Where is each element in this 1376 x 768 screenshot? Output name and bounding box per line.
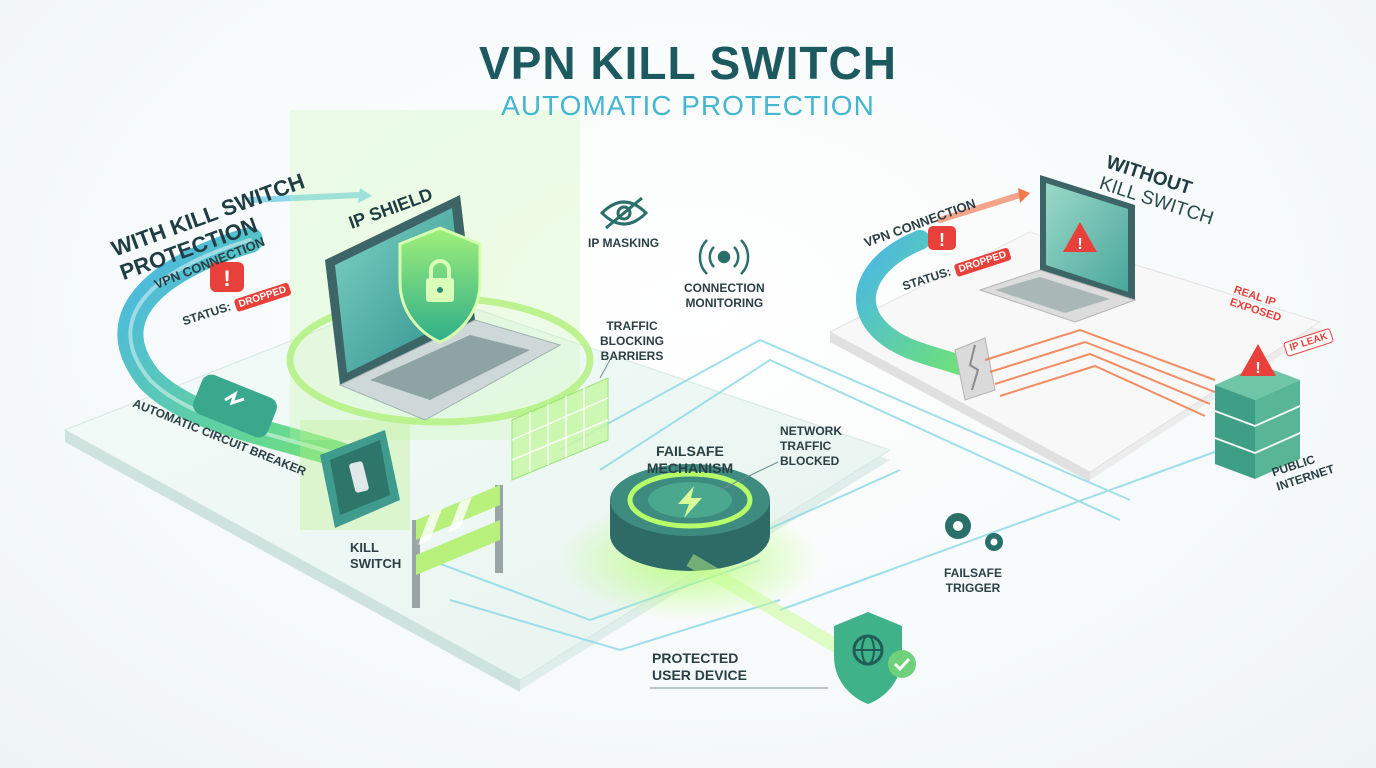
traffic-blocking-label: TRAFFIC BLOCKING BARRIERS <box>600 319 664 364</box>
page-subtitle: AUTOMATIC PROTECTION <box>501 90 875 121</box>
network-line3: BLOCKED <box>780 454 840 468</box>
shield-lock-icon <box>398 226 482 344</box>
connection-monitoring-label: CONNECTION MONITORING <box>684 281 765 311</box>
globe-shield-icon <box>834 612 902 704</box>
network-line1: NETWORK <box>780 424 842 438</box>
exposed-laptop <box>978 175 1137 323</box>
gears-icon <box>945 513 1003 551</box>
failsafe-line1: FAILSAFE <box>656 443 724 459</box>
kill-switch-box <box>300 420 410 530</box>
light-beam <box>686 553 864 667</box>
protected-device-label: PROTECTED USER DEVICE <box>652 650 747 684</box>
failsafe-trigger-line1: FAILSAFE <box>944 566 1003 580</box>
kill-switch-line1: KILL <box>350 540 379 555</box>
signal-icon <box>698 239 750 275</box>
ip-masking-label: IP MASKING <box>588 236 660 250</box>
lightning-icon <box>678 486 702 518</box>
traffic-barrier <box>412 485 503 608</box>
connection-monitoring-line2: MONITORING <box>685 296 764 310</box>
broken-plug-icon <box>954 337 996 401</box>
failsafe-trigger-label: FAILSAFE TRIGGER <box>944 566 1002 596</box>
svg-text:!: ! <box>1255 360 1260 377</box>
kill-switch-line2: SWITCH <box>350 556 402 572</box>
server-icon <box>1215 365 1300 479</box>
svg-text:!: ! <box>939 230 945 250</box>
traffic-line1: TRAFFIC <box>606 319 658 333</box>
failsafe-mechanism-label: FAILSAFE MECHANISM <box>630 443 750 477</box>
traffic-line3: BARRIERS <box>600 349 664 363</box>
svg-text:!: ! <box>223 266 230 291</box>
leak-lines <box>984 328 1216 417</box>
svg-text:!: ! <box>1077 236 1082 253</box>
vpn-cable-right <box>855 188 1030 375</box>
connection-monitoring-line1: CONNECTION <box>684 281 765 295</box>
eye-slash-icon <box>599 196 649 230</box>
page-title: VPN KILL SWITCH <box>479 37 897 89</box>
failsafe-trigger-line2: TRIGGER <box>945 581 1001 595</box>
right-platform <box>828 231 1322 482</box>
kill-switch-label: KILL SWITCH <box>350 540 401 573</box>
protected-line1: PROTECTED <box>652 650 739 666</box>
warning-icon-right: ! ! ! <box>928 222 1276 377</box>
blocking-grid <box>511 377 609 481</box>
leader-lines <box>599 359 779 491</box>
network-line2: TRAFFIC <box>780 439 832 453</box>
warning-icon: ! <box>210 262 244 292</box>
network-traffic-label: NETWORK TRAFFIC BLOCKED <box>780 424 842 469</box>
vpn-cable-left <box>117 188 372 468</box>
protected-line2: USER DEVICE <box>652 666 747 683</box>
traffic-line2: BLOCKING <box>600 334 664 348</box>
check-icon <box>888 650 916 678</box>
failsafe-line2: MECHANISM <box>646 459 734 476</box>
